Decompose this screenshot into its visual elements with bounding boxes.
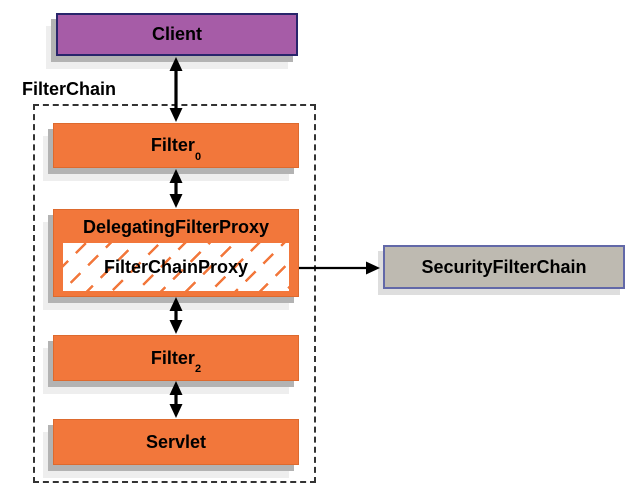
servlet-node: Servlet <box>53 419 299 465</box>
filter0-label: Filter0 <box>150 135 202 163</box>
client-label: Client <box>151 24 202 44</box>
filter-chain-proxy-label: FilterChainProxy <box>103 256 249 277</box>
filter0-subscript: 0 <box>194 150 202 163</box>
filterchain-group-label: FilterChain <box>22 79 117 99</box>
delegating-filter-proxy-node: DelegatingFilterProxy FilterChainProxy <box>53 209 299 297</box>
filter2-subscript: 2 <box>194 363 202 376</box>
security-filter-chain-node: SecurityFilterChain <box>383 245 625 289</box>
security-filter-chain-label: SecurityFilterChain <box>421 256 587 277</box>
client-node: Client <box>56 13 298 56</box>
delegating-filter-proxy-label: DelegatingFilterProxy <box>82 216 270 237</box>
filter0-node: Filter0 <box>53 123 299 168</box>
filter-chain-proxy-node: FilterChainProxy <box>63 243 289 291</box>
servlet-label: Servlet <box>145 431 207 452</box>
filter2-node: Filter2 <box>53 335 299 381</box>
filter2-label: Filter2 <box>150 347 202 376</box>
